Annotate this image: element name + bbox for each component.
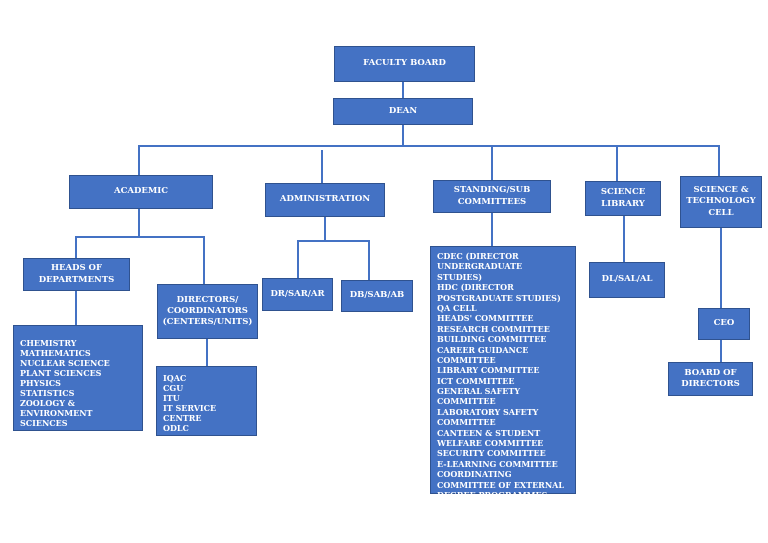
list-item: IT SERVICE CENTRE [163, 403, 217, 423]
connector [720, 228, 722, 308]
connector [491, 145, 493, 180]
connector [297, 240, 299, 278]
connector [75, 236, 205, 238]
list-item: BUILDING COMMITTEE [437, 334, 547, 345]
list-item: RESEARCH COMMITTEE [437, 323, 550, 334]
connector [138, 145, 720, 147]
science-technology-cell-box: SCIENCE & TECHNOLOGY CELL [680, 176, 762, 228]
faculty-board-box: FACULTY BOARD [334, 46, 475, 82]
list-item: COORDINATING COMMITTEE OF EXTERNAL DEGRE… [437, 469, 564, 500]
db-sab-ab-box: DB/SAB/AB [341, 280, 413, 312]
connector [491, 213, 493, 246]
connector [75, 291, 77, 325]
connector [402, 82, 404, 98]
list-item: CANTEEN & STUDENT WELFARE COMMITTEE [437, 427, 544, 449]
list-item: CDEC (DIRECTOR UNDERGRADUATE STUDIES) [437, 251, 523, 282]
list-item: ODLC [163, 423, 189, 433]
list-item: STATISTICS [20, 388, 75, 398]
list-item: NUCLEAR SCIENCE [20, 358, 110, 368]
list-item: ZOOLOGY & ENVIRONMENT SCIENCES [20, 398, 93, 428]
connector [206, 339, 208, 366]
list-item: CAREER GUIDANCE COMMITTEE [437, 344, 529, 365]
departments-list: CHEMISTRY MATHEMATICS NUCLEAR SCIENCE PL… [13, 325, 143, 431]
connector [402, 125, 404, 146]
list-item: E-LEARNING COMMITTEE [437, 458, 558, 469]
list-item: PLANT SCIENCES [20, 368, 102, 378]
connector [718, 145, 720, 176]
list-item: MATHEMATICS [20, 348, 91, 358]
list-item: LIBRARY COMMITTEE [437, 365, 540, 376]
list-item: QA CELL [437, 302, 477, 313]
list-item: IQAC [163, 373, 187, 383]
standing-committees-box: STANDING/SUB COMMITTEES [433, 180, 551, 213]
dean-box: DEAN [333, 98, 473, 125]
connector [297, 240, 370, 242]
centers-list: IQAC CGU ITU IT SERVICE CENTRE ODLC [156, 366, 257, 436]
committees-list: CDEC (DIRECTOR UNDERGRADUATE STUDIES) HD… [430, 246, 576, 500]
connector [203, 236, 205, 284]
heads-of-departments-box: HEADS OF DEPARTMENTS [23, 258, 130, 291]
science-library-box: SCIENCE LIBRARY [585, 181, 661, 216]
connector [138, 145, 140, 175]
administration-box: ADMINISTRATION [265, 183, 385, 217]
list-item: HDC (DIRECTOR POSTGRADUATE STUDIES) [437, 282, 561, 303]
connector [138, 209, 140, 237]
directors-coordinators-box: DIRECTORS/ COORDINATORS (CENTERS/UNITS) [157, 284, 258, 339]
board-of-directors-box: BOARD OF DIRECTORS [668, 362, 753, 396]
connector [368, 240, 370, 280]
connector [75, 236, 77, 258]
list-item: LABORATORY SAFETY COMMITTEE [437, 406, 539, 428]
ceo-box: CEO [698, 308, 750, 340]
list-item: ITU [163, 393, 180, 403]
list-item: CGU [163, 383, 184, 393]
connector [321, 150, 323, 183]
academic-box: ACADEMIC [69, 175, 213, 209]
list-item: PHYSICS [20, 378, 61, 388]
connector [616, 145, 618, 181]
dr-sar-ar-box: DR/SAR/AR [262, 278, 333, 311]
connector [720, 340, 722, 362]
list-item: ICT COMMITTEE [437, 375, 515, 386]
list-item: CHEMISTRY [20, 338, 77, 348]
connector [623, 216, 625, 262]
connector [324, 217, 326, 241]
dl-sal-al-box: DL/SAL/AL [589, 262, 665, 298]
list-item: GENERAL SAFETY COMMITTEE [437, 386, 521, 407]
list-item: HEADS' COMMITTEE [437, 313, 534, 324]
list-item: SECURITY COMMITTEE [437, 448, 546, 459]
